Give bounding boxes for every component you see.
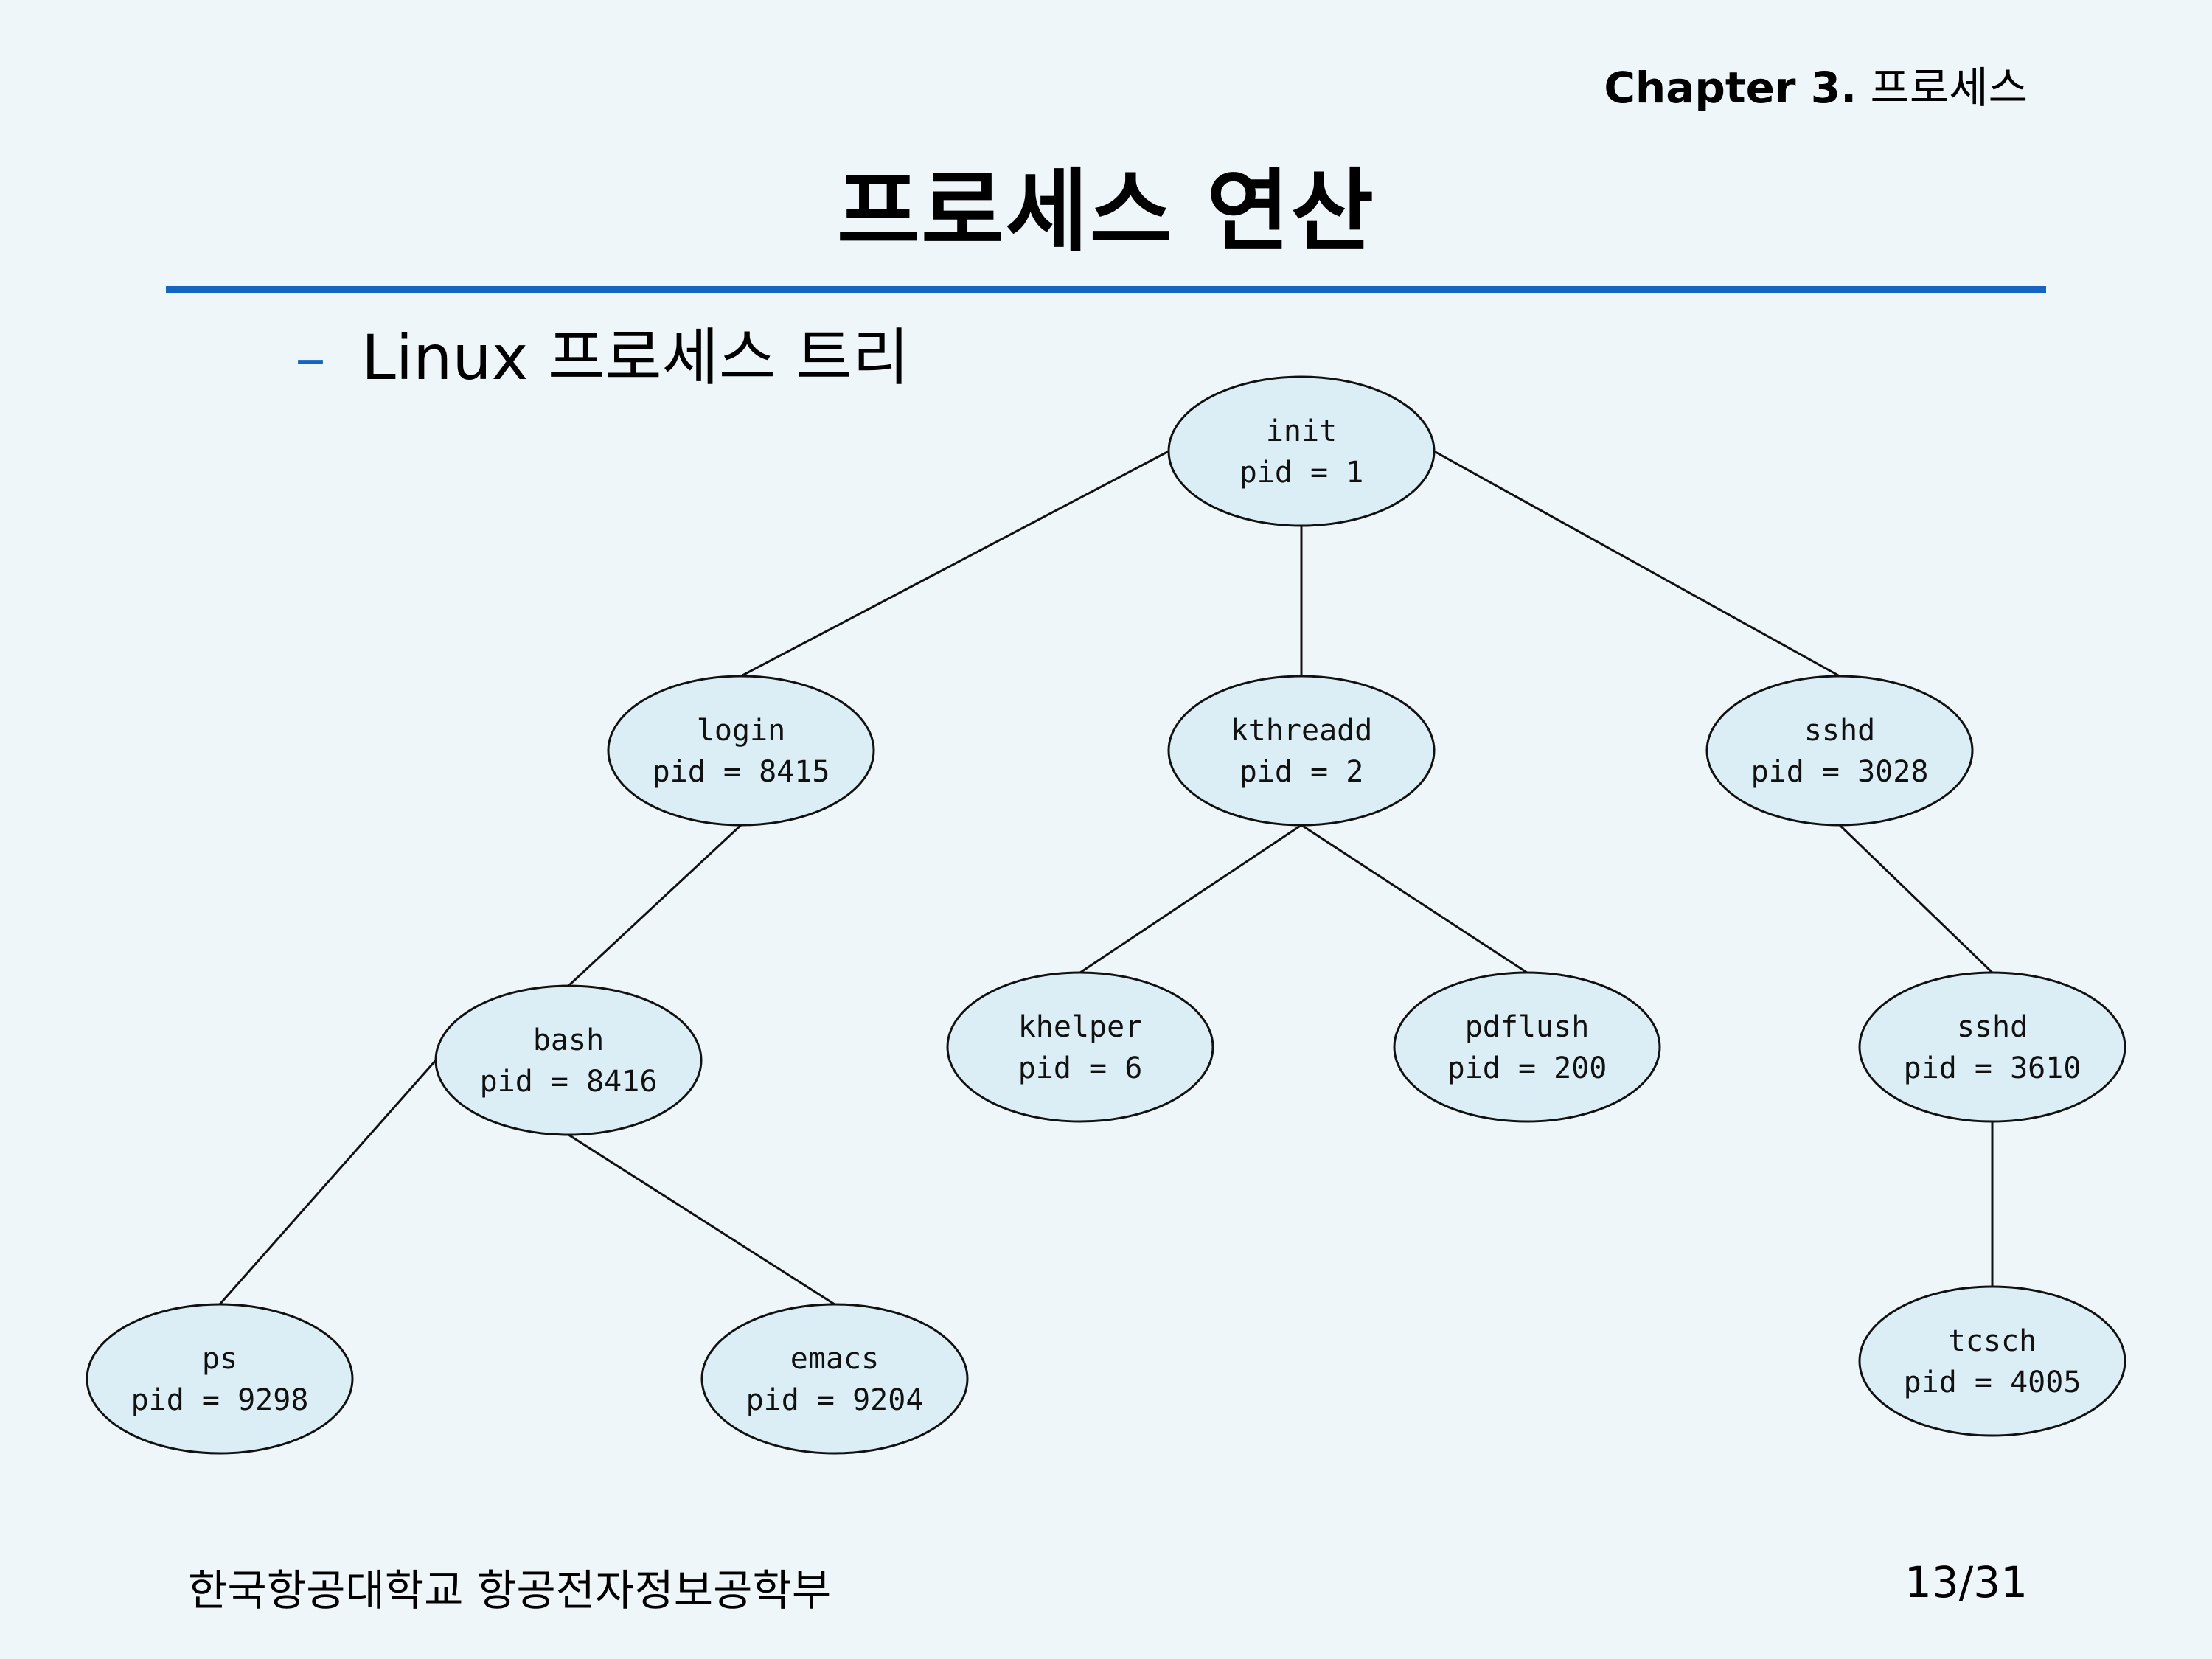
process-node-khelper: khelper pid = 6 xyxy=(946,971,1214,1123)
node-process-name: login xyxy=(697,714,785,748)
node-pid: pid = 6 xyxy=(1018,1051,1143,1085)
node-pid: pid = 4005 xyxy=(1904,1366,2081,1399)
node-process-name: kthreadd xyxy=(1231,714,1373,748)
node-pid: pid = 9204 xyxy=(746,1383,924,1417)
edge-init-sshd3028 xyxy=(1433,450,1840,678)
bullet-text: Linux 프로세스 트리 xyxy=(361,321,910,394)
title-divider xyxy=(166,286,2046,293)
node-pid: pid = 2 xyxy=(1239,755,1364,789)
node-ellipse xyxy=(700,1303,969,1455)
bullet-item: –Linux 프로세스 트리 xyxy=(295,308,909,397)
process-node-sshd3028: sshd pid = 3028 xyxy=(1705,675,1974,827)
node-process-name: bash xyxy=(533,1023,604,1057)
node-process-name: khelper xyxy=(1018,1010,1143,1044)
node-process-name: ps xyxy=(202,1342,237,1376)
chapter-header: Chapter 3. 프로세스 xyxy=(1604,53,2028,115)
node-ellipse xyxy=(1858,1285,2126,1437)
footer-institution: 한국항공대학교 항공전자정보공학부 xyxy=(188,1565,832,1615)
edge-login-bash xyxy=(567,824,742,987)
process-node-ps: ps pid = 9298 xyxy=(86,1303,354,1455)
node-ellipse xyxy=(607,675,875,827)
edge-kthreadd-pdflush xyxy=(1301,824,1528,974)
node-process-name: tcsch xyxy=(1948,1324,2037,1358)
page-number: 13/31 xyxy=(1904,1557,2028,1607)
edge-init-login xyxy=(740,450,1169,678)
bullet-dash: – xyxy=(295,321,326,394)
process-node-pdflush: pdflush pid = 200 xyxy=(1393,971,1661,1123)
node-process-name: pdflush xyxy=(1465,1010,1590,1044)
edge-sshd3028-sshd3610 xyxy=(1838,824,1994,974)
process-node-sshd3610: sshd pid = 3610 xyxy=(1858,971,2126,1123)
node-pid: pid = 9298 xyxy=(131,1383,309,1417)
node-ellipse xyxy=(1705,675,1974,827)
process-node-login: login pid = 8415 xyxy=(607,675,875,827)
process-node-kthreadd: kthreadd pid = 2 xyxy=(1167,675,1436,827)
process-node-init: init pid = 1 xyxy=(1167,375,1436,527)
node-process-name: init xyxy=(1266,414,1337,448)
node-ellipse xyxy=(86,1303,354,1455)
edge-bash-ps xyxy=(218,1060,437,1305)
node-pid: pid = 3610 xyxy=(1904,1051,2081,1085)
slide-title: 프로세스 연산 xyxy=(837,159,1375,264)
node-ellipse xyxy=(1167,675,1436,827)
process-node-bash: bash pid = 8416 xyxy=(434,984,703,1136)
process-node-tcsch: tcsch pid = 4005 xyxy=(1858,1285,2126,1437)
edge-kthreadd-khelper xyxy=(1079,824,1302,974)
tree-nodes: init pid = 1 login pid = 8415 kthreadd pid = … xyxy=(86,375,2126,1455)
node-pid: pid = 8415 xyxy=(653,755,830,789)
chapter-label: Chapter 3. xyxy=(1604,63,1857,113)
node-pid: pid = 8416 xyxy=(480,1065,658,1099)
node-process-name: sshd xyxy=(1804,714,1875,748)
node-ellipse xyxy=(1393,971,1661,1123)
node-ellipse xyxy=(946,971,1214,1123)
chapter-topic: 프로세스 xyxy=(1870,63,2028,113)
edge-bash-emacs xyxy=(568,1133,835,1306)
tree-edges xyxy=(218,450,1994,1306)
node-ellipse xyxy=(434,984,703,1136)
node-process-name: sshd xyxy=(1957,1010,2028,1044)
node-pid: pid = 1 xyxy=(1239,456,1364,490)
node-ellipse xyxy=(1167,375,1436,527)
node-pid: pid = 200 xyxy=(1447,1051,1607,1085)
node-process-name: emacs xyxy=(790,1342,879,1376)
process-node-emacs: emacs pid = 9204 xyxy=(700,1303,969,1455)
node-ellipse xyxy=(1858,971,2126,1123)
node-pid: pid = 3028 xyxy=(1751,755,1929,789)
